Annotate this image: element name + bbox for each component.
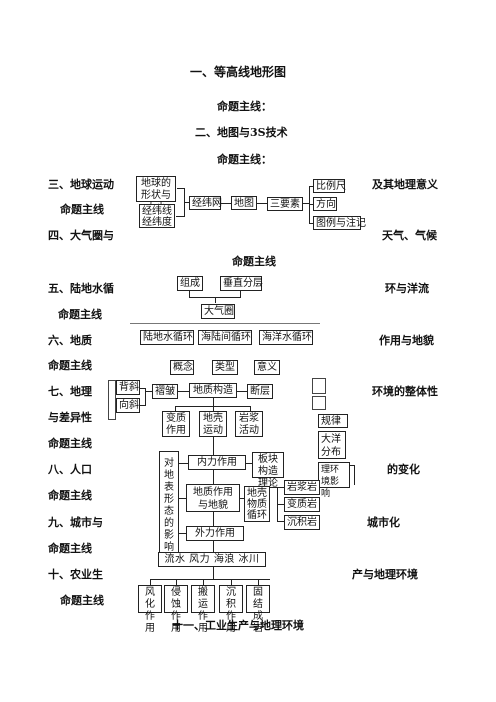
theme-label-7: 命题主线 (48, 437, 92, 450)
heading-3-left: 三、地球运动 (48, 178, 114, 191)
map-box-elements: 三要素 (267, 197, 303, 211)
atmo-box-atmosphere: 大气圈 (201, 304, 235, 319)
map-box-grid: 经纬网 (189, 196, 222, 210)
heading-6-right: 作用与地貌 (379, 334, 434, 347)
water-box-sea-land-cycle: 海陆间循环 (198, 330, 252, 345)
map-box-earth-shape: 地球的形状与大小 (136, 176, 176, 213)
geo-box-metamorphism: 变质作用 (162, 411, 190, 437)
map-box-legend: 图例与注记 (313, 216, 366, 230)
heading-7-right: 环境的整体性 (372, 385, 438, 398)
heading-1: 一、等高线地形图 (190, 65, 287, 79)
heading-10-left: 十、农业生 (48, 568, 103, 581)
theme-label-6: 命题主线 (48, 359, 92, 372)
heading-8-right: 的变化 (387, 463, 420, 476)
water-box-meaning: 意义 (254, 360, 280, 375)
heading-9-left: 九、城市与 (48, 516, 103, 529)
geo-box-external-force: 外力作用 (186, 526, 244, 541)
heading-7-second-line: 与差异性 (48, 411, 92, 424)
theme-label-10: 命题主线 (60, 594, 104, 607)
theme-label-3: 命题主线 (60, 203, 104, 216)
theme-label-4: 命题主线 (232, 255, 276, 268)
geo-box-magmatic-rock: 岩浆岩 (284, 480, 320, 495)
geo-box-plate-theory: 板块构造理论 (252, 452, 284, 489)
geo-box-law: 规律 (318, 414, 348, 428)
theme-label-2: 命题主线： (217, 153, 272, 166)
theme-label-5: 命题主线 (58, 308, 102, 321)
geo-box-crust-movement: 地壳运动 (199, 411, 227, 437)
heading-4-right: 天气、气候 (382, 229, 437, 242)
geo-box-env-influence: 理环境影响 (318, 462, 350, 499)
map-box-scale: 比例尺 (313, 179, 346, 193)
geo-box-syncline: 向斜 (116, 398, 140, 413)
theme-label-9: 命题主线 (48, 542, 92, 555)
atmo-box-vertical: 垂直分层 (220, 276, 263, 291)
heading-4-left: 四、大气圈与 (48, 229, 114, 242)
map-box-direction: 方向 (313, 197, 337, 211)
geo-box-erosion: 侵蚀作用 (164, 585, 188, 634)
water-box-ocean-cycle: 海洋水循环 (259, 330, 313, 345)
heading-7-left: 七、地理 (48, 385, 92, 398)
heading-11: 十一、工业生产与地理环境 (172, 619, 304, 632)
heading-10-right: 产与地理环境 (352, 568, 418, 581)
heading-9-right: 城市化 (367, 516, 400, 529)
geo-box-magma-activity: 岩浆活动 (235, 411, 263, 437)
geo-box-metamorphic-rock: 变质岩 (284, 497, 320, 512)
geo-box-external-agents: 流水 风力 海浪 冰川 (158, 552, 266, 567)
geo-box-fold: 褶皱 (152, 384, 178, 399)
atmo-box-composition: 组成 (177, 276, 203, 291)
geo-box-ocean-distribution: 大洋分布 (318, 431, 346, 459)
geo-box-sedimentary-rock: 沉积岩 (284, 515, 320, 530)
geo-box-weathering: 风化作用 (138, 585, 162, 634)
heading-3-right: 及其地理意义 (372, 178, 438, 191)
geo-box-deposition: 沉积作用 (219, 585, 243, 634)
geo-box-geo-process: 地质作用与地貌 (186, 484, 240, 512)
geo-box-transport: 搬运作用 (191, 585, 215, 634)
heading-6-left: 六、地质 (48, 334, 92, 347)
geo-box-anticline: 背斜 (116, 380, 140, 395)
water-box-concept: 概念 (170, 360, 194, 375)
heading-5-right: 环与洋流 (385, 282, 429, 295)
water-box-land-cycle: 陆地水循环 (140, 330, 194, 345)
geo-box-structure: 地质构造 (189, 383, 237, 398)
theme-label-8: 命题主线 (48, 489, 92, 502)
heading-5-left: 五、陆地水循 (48, 282, 114, 295)
geo-box-fault: 断层 (247, 384, 273, 399)
map-box-map: 地图 (231, 196, 257, 210)
theme-label-1: 命题主线： (217, 100, 272, 113)
heading-8-left: 八、人口 (48, 463, 92, 476)
geo-box-crust-cycle: 地壳物质循环 (244, 486, 270, 522)
geo-box-consolidation: 固结成岩 (246, 585, 270, 634)
map-box-lat-lon: 经纬线经纬度 (139, 204, 175, 228)
water-box-type: 类型 (212, 360, 238, 375)
geo-box-internal-force: 内力作用 (188, 455, 246, 470)
heading-2: 二、地图与3S技术 (195, 126, 288, 139)
geo-box-surface-influence: 对地表形态的影响 (159, 451, 179, 565)
